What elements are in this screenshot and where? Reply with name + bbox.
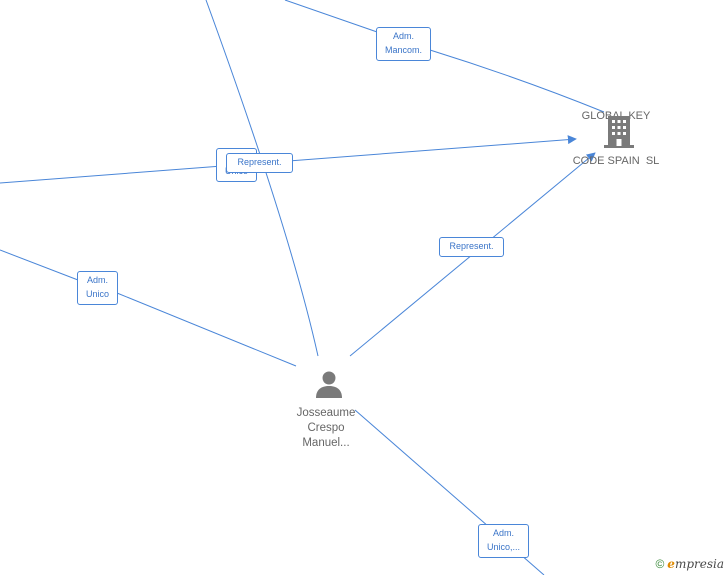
edge-label-line: Adm. [86,275,108,285]
company-name-label[interactable]: GLOBAL KEY CODE SPAIN SL [566,79,666,199]
edge-label-line: Represent. [237,157,282,167]
edge-label-represent-top[interactable]: Represent. [226,153,293,173]
edge-label-adm-unico[interactable]: Adm. Unico [77,271,118,305]
person-name-line1: Josseaume [296,407,356,419]
edge-label-adm-mancom[interactable]: Adm. Mancom. [376,27,431,61]
person-icon[interactable] [314,370,344,400]
copyright-symbol: © [655,557,665,571]
edge-label-line: Unico [85,289,109,299]
building-icon[interactable] [603,115,635,149]
edge-label-line: Mancom. [384,45,422,55]
edge-top-to-person[interactable] [205,0,319,357]
person-name-label[interactable]: Josseaume Crespo Manuel... [276,406,376,451]
edge-label-represent-right[interactable]: Represent. [439,237,504,257]
brand-logo: ©empresia [655,557,724,571]
edge-label-line: Adm. [492,528,514,538]
company-name-line2: CODE SPAIN SL [572,155,660,167]
edge-label-line: Represent. [449,241,494,251]
edge-label-line: Unico,... [486,542,520,552]
edge-adm-unico-left[interactable] [0,249,297,367]
edge-label-adm-unico-bottom[interactable]: Adm. Unico,... [478,524,529,558]
person-name-line3: Manuel... [302,437,350,449]
edge-adm-mancom[interactable] [284,0,605,113]
person-name-line2: Crespo [307,422,345,434]
brand-logo-text: mpresia [674,557,724,571]
edge-label-line: Adm. [392,31,414,41]
brand-logo-letter: e [667,557,675,571]
